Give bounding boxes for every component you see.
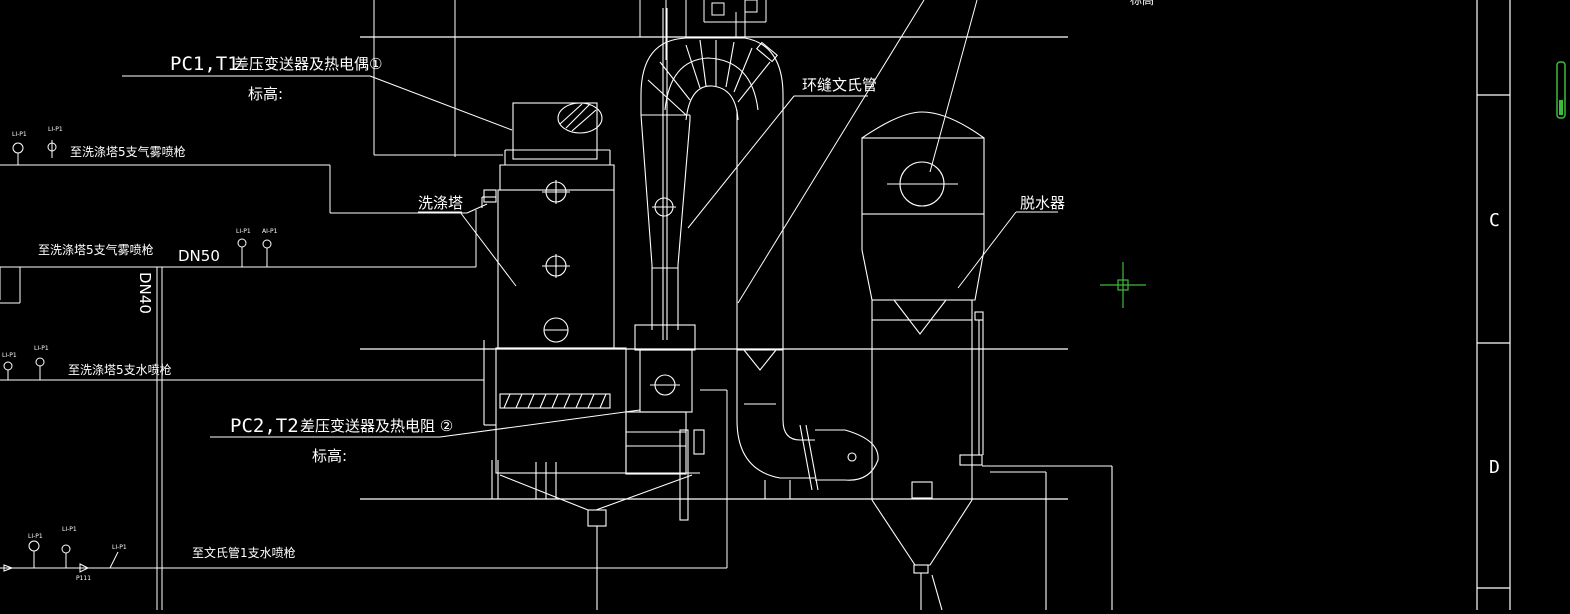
pc2-description: 差压变送器及热电阻 ②	[300, 417, 453, 435]
pc1-leader	[122, 75, 513, 131]
svg-text:LI-P1: LI-P1	[12, 131, 27, 138]
floor-lines	[360, 36, 1068, 500]
line-label-gas-mid: 至洗涤塔5支气雾喷枪	[38, 242, 154, 257]
scrubber-tower	[481, 102, 705, 610]
dehydrator	[861, 111, 1113, 611]
svg-text:LI-P1: LI-P1	[236, 228, 251, 235]
grid-label-d: D	[1489, 457, 1500, 478]
line-label-gas-top: 至洗涤塔5支气雾喷枪	[70, 144, 186, 159]
drawing-border	[1476, 0, 1511, 610]
instrument-symbols	[3, 140, 272, 573]
grid-label-c: C	[1489, 210, 1500, 231]
pc1-tag: PC1,T1	[170, 53, 239, 75]
pc2-leader	[210, 409, 641, 438]
pc1-description: 差压变送器及热电偶①	[234, 55, 382, 73]
ring-venturi	[634, 8, 879, 499]
pc2-tag: PC2,T2	[230, 415, 299, 437]
dn50-label: DN50	[178, 247, 220, 265]
dehydrator-leader	[957, 211, 1017, 289]
scrubber-label: 洗涤塔	[418, 194, 463, 212]
svg-text:LI-P1: LI-P1	[112, 544, 127, 551]
svg-text:AI-P1: AI-P1	[262, 228, 278, 235]
line-label-water: 至洗涤塔5支水喷枪	[68, 362, 172, 377]
dehydrator-label: 脱水器	[1020, 194, 1065, 212]
scrubber-leader	[459, 211, 517, 287]
venturi-label: 环缝文氏管	[802, 76, 877, 94]
partial-elevation-label: 标高	[1130, 0, 1154, 7]
elevation-label-bottom: 标高:	[312, 447, 347, 465]
svg-text:P111: P111	[76, 575, 91, 582]
scrollbar-indicator[interactable]	[1556, 61, 1566, 119]
instrument-tags: LI-P1 LI-P1 LI-P1 AI-P1 LI-P1 LI-P1 LI-P…	[2, 126, 278, 582]
svg-text:LI-P1: LI-P1	[34, 345, 49, 352]
crosshair-cursor-icon	[1100, 262, 1146, 308]
venturi-leader	[687, 95, 795, 229]
svg-text:LI-P1: LI-P1	[2, 352, 17, 359]
line-label-venturi: 至文氏管1支水喷枪	[192, 545, 296, 560]
elevation-label-top: 标高:	[248, 85, 283, 103]
left-piping	[0, 160, 728, 610]
svg-text:LI-P1: LI-P1	[28, 533, 43, 540]
svg-text:LI-P1: LI-P1	[48, 126, 63, 133]
dn40-label: DN40	[136, 272, 154, 314]
svg-text:LI-P1: LI-P1	[62, 526, 77, 533]
